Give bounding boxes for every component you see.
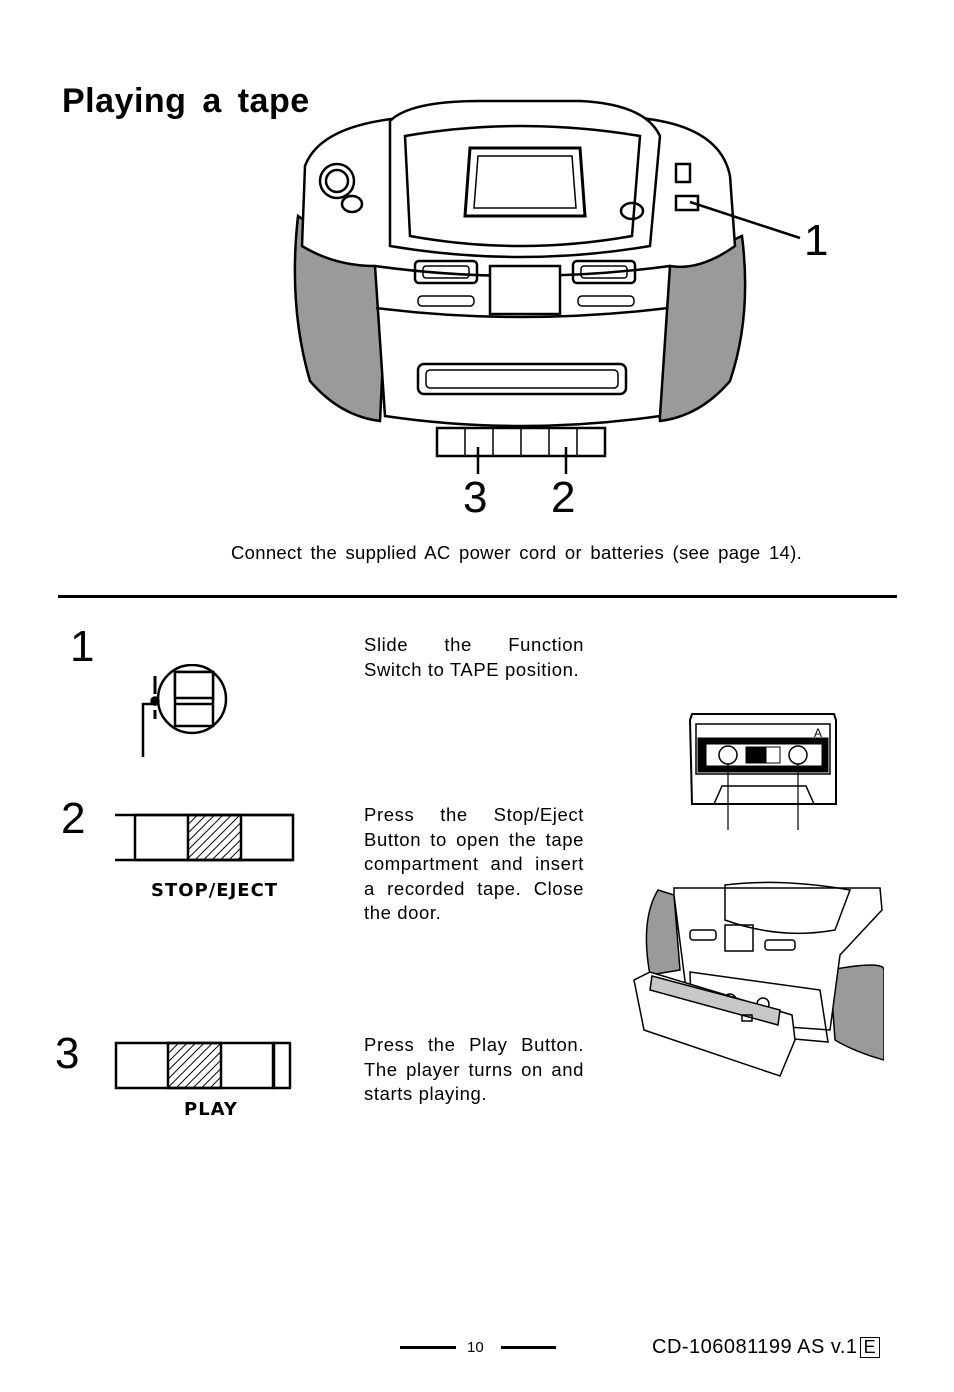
step-2-text: Press the Stop/Eject Button to open the …: [364, 804, 584, 923]
callout-number-1: 1: [804, 216, 829, 265]
step-3-text: Press the Play Button. The player turns …: [364, 1034, 584, 1104]
footer-line-right: [501, 1346, 556, 1349]
play-button-diagram: [114, 1041, 292, 1090]
step-3-number: 3: [55, 1029, 80, 1078]
callout-leader-lines: [476, 200, 801, 474]
stop-eject-button-label: STOP/EJECT: [151, 880, 279, 901]
step-1-number: 1: [70, 622, 95, 671]
cassette-side-label: A: [814, 726, 823, 740]
step-2-number: 2: [61, 794, 86, 843]
page-number: 10: [467, 1339, 484, 1356]
document-code-text: CD-106081199 AS v.1: [652, 1336, 858, 1358]
open-cassette-deck-illustration: [633, 881, 884, 1077]
play-button-label: PLAY: [184, 1099, 238, 1120]
footer-line-left: [400, 1346, 456, 1349]
page-title: Playing a tape: [62, 82, 310, 120]
step-1-text: Slide the Function Switch to TAPE positi…: [364, 634, 584, 680]
function-switch-icon: [141, 664, 228, 757]
boombox-illustration: [293, 99, 747, 458]
callout-number-2: 2: [551, 473, 576, 522]
cassette-tape-icon: [688, 713, 837, 830]
intro-text: Connect the supplied AC power cord or ba…: [231, 542, 803, 563]
stop-eject-button-diagram: [115, 813, 295, 862]
section-divider: [58, 595, 897, 598]
callout-number-3: 3: [463, 473, 488, 522]
language-badge: E: [859, 1337, 881, 1358]
